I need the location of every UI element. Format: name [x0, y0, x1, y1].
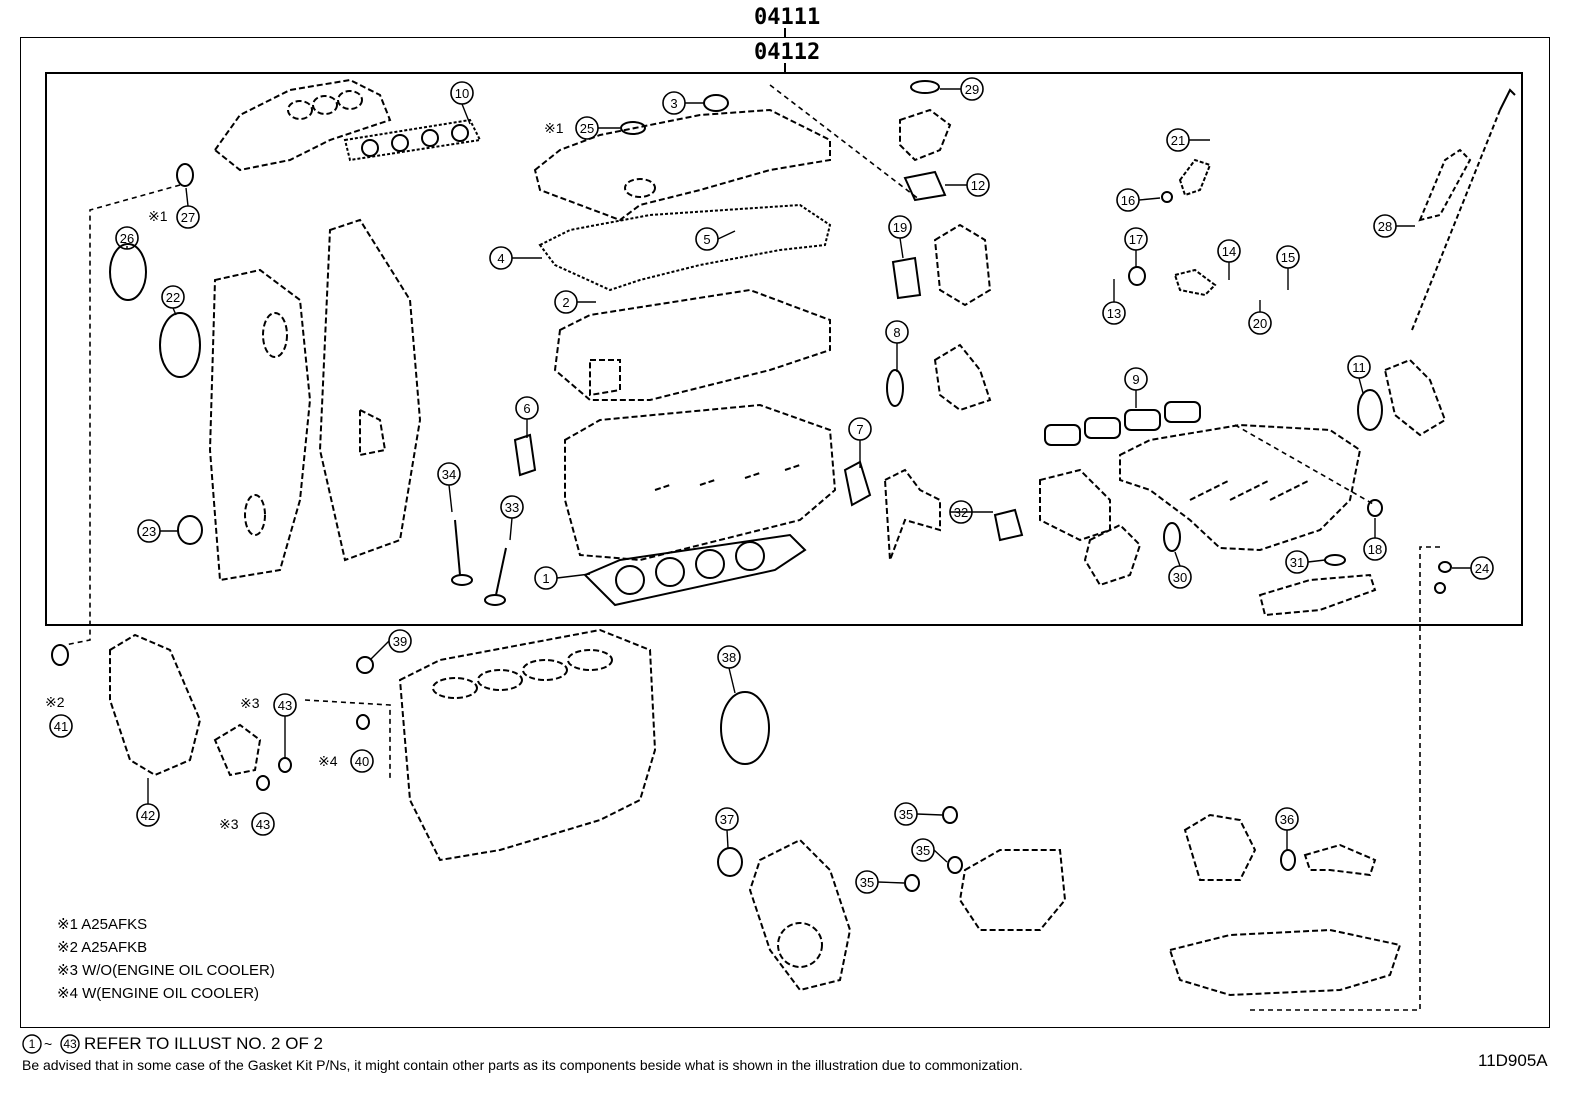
range-start-circle — [22, 1034, 42, 1054]
note-3: ※3 W/O(ENGINE OIL COOLER) — [57, 962, 275, 979]
exhaust-manifold-drawing — [213, 78, 392, 172]
callout-label: 34 — [442, 467, 456, 482]
note-1: ※1 A25AFKS — [57, 916, 148, 933]
head-gasket-drawing — [583, 533, 807, 607]
callout-mark: ※3 — [240, 695, 260, 711]
callout-label: 25 — [580, 121, 594, 136]
callout-label: 23 — [142, 524, 156, 539]
callout-label: 30 — [1173, 570, 1187, 585]
cylinder-block-drawing — [398, 628, 657, 862]
callout-label: 1 — [542, 571, 549, 586]
callout-label: 14 — [1222, 244, 1236, 259]
exhaust-gasket-drawing — [343, 118, 482, 162]
callout-label: 21 — [1171, 133, 1185, 148]
range-start-label: 1 — [29, 1037, 36, 1051]
intake-manifold-drawing — [1119, 358, 1447, 617]
camshaft-housing-drawing — [553, 288, 831, 401]
callout-label: 12 — [971, 178, 985, 193]
valve-drawing — [451, 519, 507, 606]
callout-40 — [350, 749, 374, 773]
callout-label: 6 — [523, 401, 530, 416]
callout-label: 39 — [393, 634, 407, 649]
range-reference: REFER TO ILLUST NO. 2 OF 2 — [84, 1034, 324, 1053]
note-2: ※2 A25AFKB — [57, 939, 148, 956]
callout-label: 29 — [965, 82, 979, 97]
callout-mark: ※1 — [544, 120, 564, 136]
callout-label: 4 — [497, 251, 504, 266]
callout-label: 2 — [562, 295, 569, 310]
callout-mark: ※2 — [45, 694, 65, 710]
callout-label: 27 — [181, 210, 195, 225]
callout-label: 5 — [703, 232, 710, 247]
range-end-circle — [60, 1034, 80, 1054]
timing-chain-case-drawing — [748, 838, 1067, 992]
callout-label: 13 — [1107, 306, 1121, 321]
callout-label: 28 — [1378, 219, 1392, 234]
callout-label: 36 — [1280, 812, 1294, 827]
callout-mark: ※4 — [318, 753, 338, 769]
condition-notes: ※1 A25AFKS ※2 A25AFKB ※3 W/O(ENGINE OIL … — [57, 913, 275, 1005]
callout-label: 22 — [166, 290, 180, 305]
head-cover-gasket-drawing — [538, 203, 832, 292]
callout-label: 7 — [856, 422, 863, 437]
callout-label: 10 — [455, 86, 469, 101]
callout-41 — [49, 714, 73, 738]
kit-code-outer: 04111 — [754, 5, 821, 30]
callout-label: 31 — [1290, 555, 1304, 570]
callout-label: 11 — [1352, 360, 1366, 375]
callout-label: 9 — [1132, 372, 1139, 387]
seal-rings-drawing — [51, 80, 1452, 892]
callout-label: 43 — [278, 698, 292, 713]
callout-43b — [251, 812, 275, 836]
callout-label: 35 — [916, 843, 930, 858]
callout-label: 19 — [893, 220, 907, 235]
callout-label: 42 — [141, 808, 155, 823]
callout-label: 16 — [1121, 193, 1135, 208]
callout-label: 20 — [1253, 316, 1267, 331]
cylinder-head-drawing — [564, 403, 837, 562]
callout-label: 26 — [120, 231, 134, 246]
callout-label: 18 — [1368, 542, 1382, 557]
callout-label: 24 — [1475, 561, 1489, 576]
callout-label: 38 — [722, 650, 736, 665]
dipstick-drawing — [1411, 88, 1516, 331]
illustration-id: 11D905A — [1478, 1051, 1548, 1070]
cylinder-head-cover-drawing — [533, 108, 831, 222]
callout-label: 17 — [1129, 232, 1143, 247]
callout-label: 3 — [670, 96, 677, 111]
oil-pan-drawing — [1168, 813, 1402, 997]
sensor-drawing — [1173, 158, 1217, 297]
callout-label: 35 — [899, 807, 913, 822]
callout-label: 33 — [505, 500, 519, 515]
callout-label: 15 — [1281, 250, 1295, 265]
water-outlet-drawing — [883, 108, 1142, 587]
intake-gasket-drawing — [1044, 401, 1201, 446]
note-4: ※4 W(ENGINE OIL COOLER) — [57, 985, 260, 1002]
callout-label: 8 — [893, 325, 900, 340]
callout-label: 43 — [256, 817, 270, 832]
advisory-text: Be advised that in some case of the Gask… — [22, 1057, 1023, 1073]
range-end-label: 43 — [63, 1037, 77, 1051]
callout-label: 41 — [54, 719, 68, 734]
callout-mark: ※1 — [148, 208, 168, 224]
leader-lines — [64, 84, 1440, 1011]
callout-label: 37 — [720, 812, 734, 827]
oil-pump-drawing — [109, 633, 262, 777]
kit-code-inner: 04112 — [754, 40, 821, 65]
timing-cover-drawing — [208, 218, 422, 582]
callout-mark: ※3 — [219, 816, 239, 832]
callout-label: 32 — [954, 505, 968, 520]
range-tilde: ~ — [44, 1036, 52, 1052]
callout-label: 40 — [355, 754, 369, 769]
callout-label: 35 — [860, 875, 874, 890]
